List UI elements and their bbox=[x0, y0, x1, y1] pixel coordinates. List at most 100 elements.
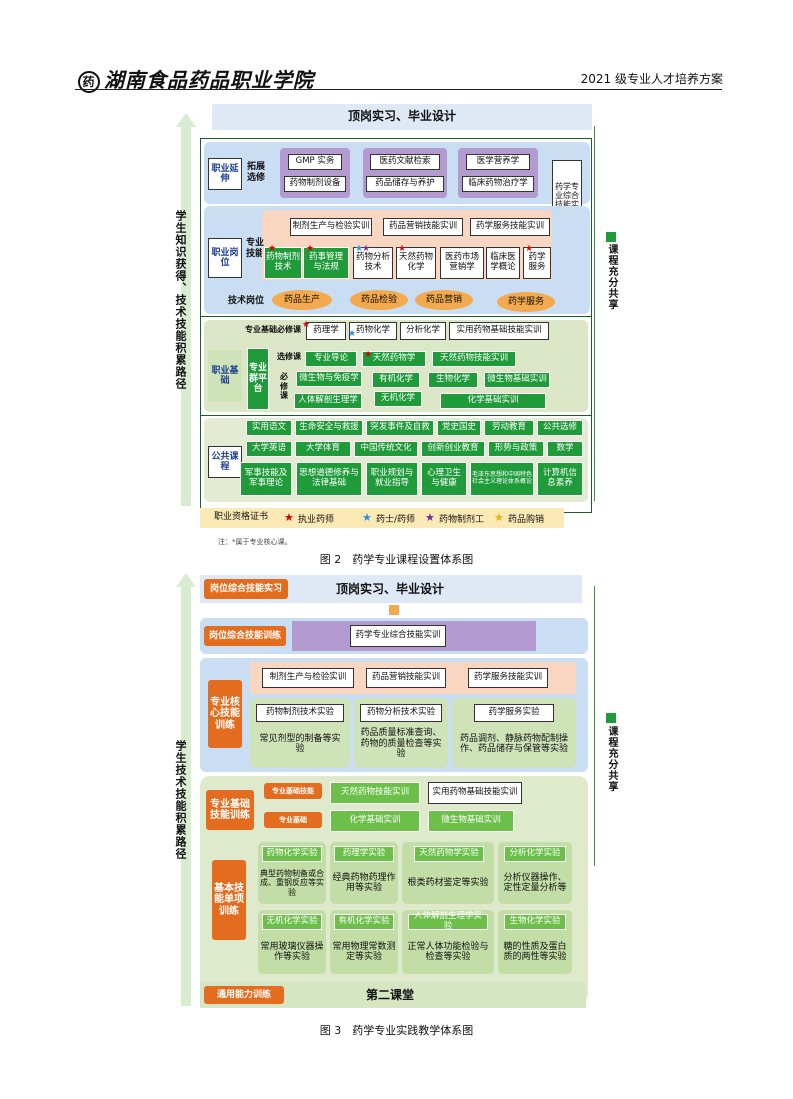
cert-4: 药品购销 bbox=[508, 515, 545, 525]
star-red-icon: ★ bbox=[306, 244, 315, 254]
training-1: 制剂生产与检验实训 bbox=[262, 668, 354, 688]
course-regulation: 药事管理与法规 bbox=[303, 247, 349, 279]
course-organic: 有机化学 bbox=[372, 372, 420, 388]
platform-label: 专业群平台 bbox=[247, 348, 269, 410]
single-desc: 常用物理常数测定等实验 bbox=[332, 941, 396, 962]
post-marketing: 药品营销 bbox=[415, 290, 473, 310]
course-natural-skill: 天然药物技能实训 bbox=[432, 351, 516, 367]
share-label: 课程充分共享 bbox=[606, 244, 617, 310]
course-basic-skills: 实用药物基础技能实训 bbox=[449, 322, 549, 340]
training-2: 药品营销技能实训 bbox=[366, 668, 446, 688]
cert-label: 职业资格证书 bbox=[213, 512, 268, 522]
star-red-icon: ★ bbox=[268, 244, 277, 254]
single-title: 人体解剖生理学实验 bbox=[408, 911, 488, 931]
star-purple-icon: ★ bbox=[362, 244, 371, 254]
course-literature: 医药文献检索 bbox=[370, 154, 440, 170]
l2-label: 岗位综合技能训练 bbox=[204, 626, 286, 646]
course-microbiology: 微生物与免疫学 bbox=[296, 371, 362, 387]
course-biochem: 生物化学 bbox=[428, 372, 478, 388]
training-1: 制剂生产与检验实训 bbox=[290, 218, 372, 236]
single-desc: 典型药物制备或合成、重钢反应等实验 bbox=[260, 869, 324, 897]
course-analytical-chem: 分析化学 bbox=[400, 322, 446, 340]
course-natural-chem: 天然药物化学 bbox=[396, 247, 436, 279]
post-inspection: 药品检验 bbox=[350, 290, 408, 310]
public-course: 职业规划与就业指导 bbox=[366, 462, 418, 496]
base-item: 化学基础实训 bbox=[330, 810, 420, 832]
caption-fig3: 图 3 药学专业实践教学体系图 bbox=[319, 1024, 474, 1037]
public-label: 公共课程 bbox=[208, 446, 242, 478]
single-title: 有机化学实验 bbox=[334, 914, 394, 930]
public-course: 计算机信息素养 bbox=[537, 462, 583, 496]
public-course: 生命安全与救援 bbox=[295, 420, 363, 436]
public-course: 公共选修 bbox=[537, 420, 583, 436]
cert-2: 药士/药师 bbox=[376, 515, 416, 525]
public-course: 劳动教育 bbox=[484, 420, 534, 436]
course-pharmacology: 药理学 bbox=[306, 322, 346, 340]
course-marketing: 医药市场营销学 bbox=[440, 247, 484, 279]
up-arrow-icon bbox=[176, 573, 196, 587]
left-path-label: 学生技术技能积累路径 bbox=[174, 740, 187, 860]
star-red-icon: ★ bbox=[302, 320, 311, 330]
course-intro: 专业导论 bbox=[305, 351, 357, 367]
core-exp-title: 药学服务实验 bbox=[474, 704, 554, 722]
public-course: 党史国史 bbox=[437, 420, 481, 436]
single-title: 药物化学实验 bbox=[262, 846, 322, 862]
single-label: 基本技能单项训练 bbox=[212, 860, 246, 940]
course-anatomy: 人体解剖生理学 bbox=[294, 393, 362, 409]
star-red-icon: ★ bbox=[398, 244, 407, 254]
school-logo: 药湖南食品药品职业学院 bbox=[78, 64, 313, 93]
core-label: 专业核心技能训练 bbox=[208, 680, 242, 748]
down-arrow-icon bbox=[389, 605, 399, 615]
course-chem-training: 化学基础实训 bbox=[440, 393, 546, 409]
left-arrow-shaft bbox=[181, 586, 191, 1006]
course-nutrition: 医学营养学 bbox=[466, 154, 530, 170]
public-course: 形势与政策 bbox=[488, 441, 544, 457]
public-course: 思想道德修养与法律基础 bbox=[296, 462, 362, 496]
star-red-icon: ★ bbox=[525, 244, 534, 254]
base-label-2: 专业基础 bbox=[264, 812, 322, 828]
course-storage: 药品储存与养护 bbox=[366, 176, 444, 192]
single-title: 分析化学实验 bbox=[504, 846, 566, 862]
public-course: 数学 bbox=[547, 441, 583, 457]
post-service: 药学服务 bbox=[497, 292, 555, 312]
star-purple-icon: ★ bbox=[425, 511, 435, 524]
single-desc: 正常人体功能检验与检查等实验 bbox=[407, 941, 489, 962]
elective-course-label: 选修课 bbox=[277, 352, 301, 361]
course-gmp: GMP 实务 bbox=[288, 154, 342, 170]
left-path-label: 学生知识获得、技术技能积累路径 bbox=[174, 210, 187, 390]
tech-post-label: 技术岗位 bbox=[227, 296, 264, 306]
star-red-icon: ★ bbox=[364, 350, 373, 360]
core-exp-title: 药物分析技术实验 bbox=[360, 704, 442, 722]
doc-title: 2021 级专业人才培养方案 bbox=[580, 72, 723, 86]
header-rule bbox=[75, 89, 722, 90]
share-square-icon bbox=[606, 713, 616, 723]
cert-1: 执业药师 bbox=[298, 515, 335, 525]
school-seal-icon: 药 bbox=[78, 70, 100, 93]
share-label: 课程充分共享 bbox=[606, 726, 617, 792]
training-3: 药学服务技能实训 bbox=[468, 668, 548, 688]
cert-3: 药物制剂工 bbox=[439, 515, 485, 525]
course-inorganic: 无机化学 bbox=[374, 391, 422, 407]
core-exp-desc: 药品质量标准查询、药物的质量检查等实验 bbox=[360, 728, 442, 760]
single-title: 生物化学实验 bbox=[504, 914, 566, 930]
course-equipment: 药物制剂设备 bbox=[284, 176, 346, 192]
base-item: 微生物基础实训 bbox=[428, 810, 514, 832]
core-exp-title: 药物制剂技术实验 bbox=[256, 704, 344, 722]
required-course-label: 必修课 bbox=[280, 372, 288, 401]
star-blue-icon: ★ bbox=[362, 511, 372, 524]
single-title: 药理学实验 bbox=[334, 846, 394, 862]
core-exp-desc: 药品调剂、静脉药物配制操作、药品储存与保管等实验 bbox=[459, 733, 568, 754]
base-label: 专业基础技能训练 bbox=[206, 790, 254, 830]
base-frame bbox=[200, 316, 592, 416]
extend-label: 职业延伸 bbox=[208, 158, 242, 190]
course-clinical-intro: 临床医学概论 bbox=[486, 247, 520, 279]
single-desc: 糖的性质及蛋白质的两性等实验 bbox=[503, 941, 567, 962]
core-exp-desc: 常见剂型的制备等实验 bbox=[259, 733, 341, 754]
skills-label: 专业技能 bbox=[245, 238, 264, 259]
right-bracket bbox=[594, 126, 595, 501]
public-course: 大学体育 bbox=[295, 441, 351, 457]
course-analysis: 药物分析技术 bbox=[353, 247, 393, 279]
second-classroom: 第二课堂 bbox=[365, 988, 414, 1002]
course-clinical: 临床药物治疗学 bbox=[462, 176, 534, 192]
course-preparation: 药物制剂技术 bbox=[264, 247, 302, 279]
